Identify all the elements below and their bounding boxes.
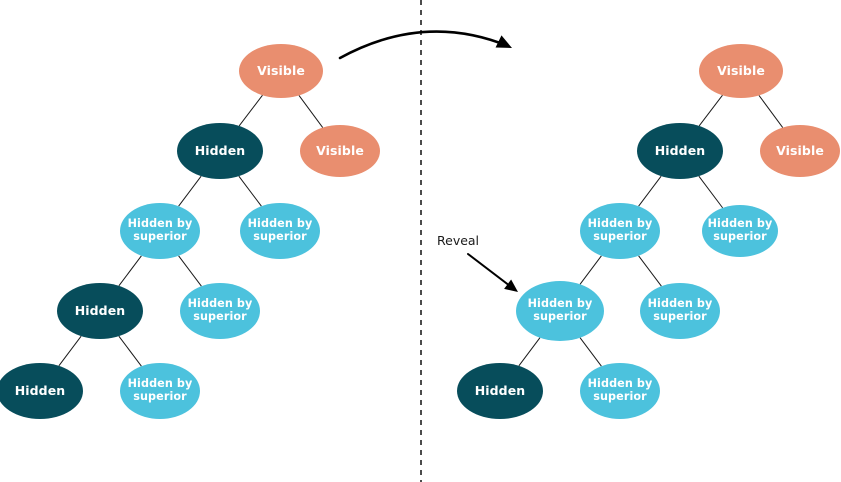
tree-edge <box>698 175 724 209</box>
tree-node-hidden[interactable]: Hidden <box>57 283 143 339</box>
tree-edge <box>238 175 262 207</box>
tree-node-visible[interactable]: Visible <box>300 125 380 177</box>
tree-node-visible[interactable]: Visible <box>699 44 783 98</box>
tree-node-hidden-by-superior[interactable]: Hidden by superior <box>516 281 604 341</box>
reveal-annotation-label: Reveal <box>437 233 480 248</box>
tree-node-hidden-by-superior[interactable]: Hidden by superior <box>702 205 778 257</box>
tree-node-hidden-by-superior[interactable]: Hidden by superior <box>240 203 320 259</box>
tree-node-hidden[interactable]: Hidden <box>637 123 723 179</box>
tree-node-visible[interactable]: Visible <box>239 44 323 98</box>
tree-edge <box>178 255 202 287</box>
tree-node-hidden-by-superior[interactable]: Hidden by superior <box>180 283 260 339</box>
tree-edge <box>298 95 324 128</box>
tree-edge <box>698 94 723 127</box>
tree-edge <box>118 255 142 287</box>
tree-edge <box>58 335 82 367</box>
tree-node-visible[interactable]: Visible <box>760 125 840 177</box>
tree-edge <box>579 337 602 367</box>
tree-edge <box>238 94 263 127</box>
tree-node-hidden-by-superior[interactable]: Hidden by superior <box>640 283 720 339</box>
tree-edge <box>638 175 662 207</box>
tree-edge <box>638 255 662 287</box>
tree-edge <box>518 337 541 367</box>
tree-edge <box>118 335 142 367</box>
reveal-arrow <box>467 253 518 292</box>
tree-node-hidden-by-superior[interactable]: Hidden by superior <box>120 203 200 259</box>
tree-node-hidden-by-superior[interactable]: Hidden by superior <box>580 363 660 419</box>
tree-edge <box>758 95 784 128</box>
tree-node-hidden[interactable]: Hidden <box>457 363 543 419</box>
transform-arrow <box>338 30 512 60</box>
tree-node-hidden[interactable]: Hidden <box>177 123 263 179</box>
tree-edge <box>178 175 202 207</box>
tree-edge <box>579 255 602 285</box>
tree-node-hidden[interactable]: Hidden <box>0 363 83 419</box>
tree-node-hidden-by-superior[interactable]: Hidden by superior <box>120 363 200 419</box>
tree-node-hidden-by-superior[interactable]: Hidden by superior <box>580 203 660 259</box>
